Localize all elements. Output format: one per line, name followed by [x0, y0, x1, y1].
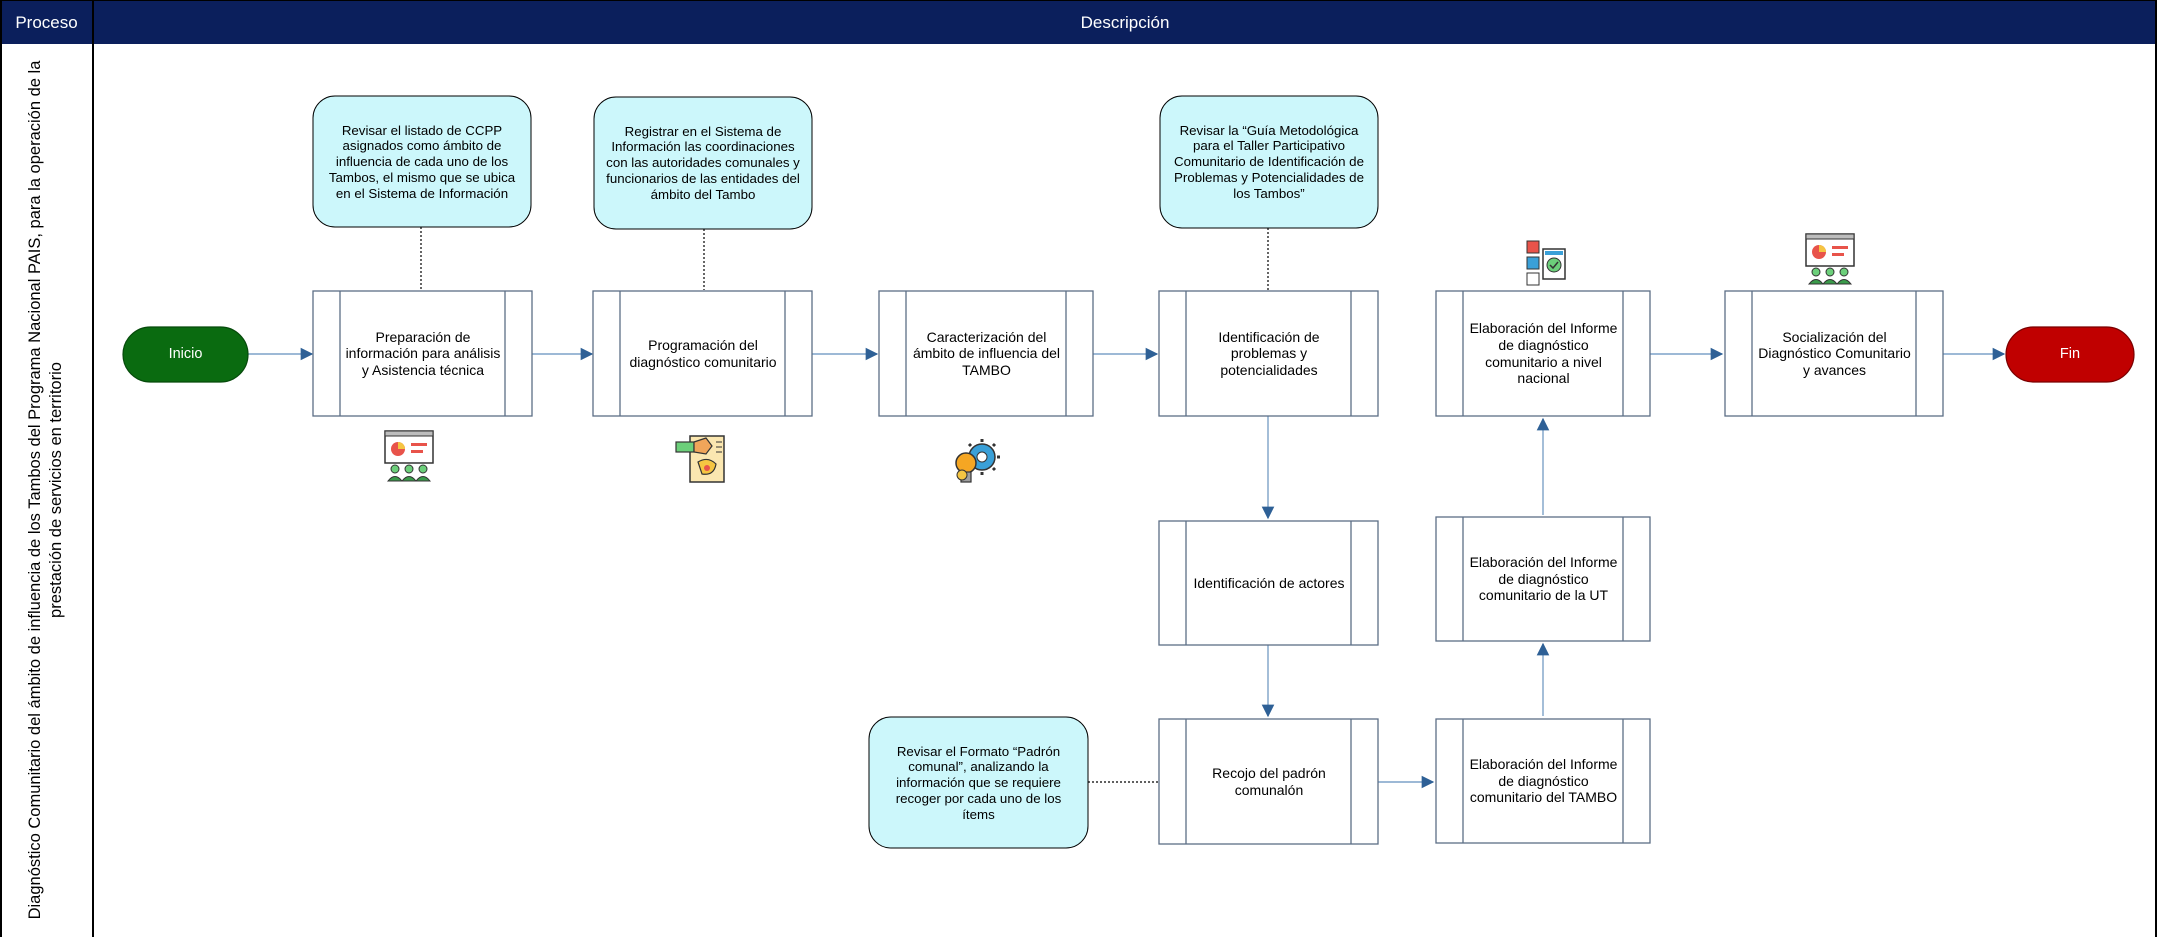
start-terminal: [122, 326, 249, 383]
end-terminal-label: Fin: [2059, 345, 2081, 362]
process-box-p3: [878, 290, 1094, 417]
process-box-p9: [1158, 718, 1379, 845]
process-box-p4: [1158, 290, 1379, 417]
frame-top-border: [0, 0, 2157, 1]
presentation-icon: [384, 430, 434, 482]
lightbulb-gears-icon: [955, 439, 1000, 483]
documents-checklist-icon: [1526, 240, 1566, 286]
process-box-p10: [1435, 718, 1651, 844]
frame-right-border: [2155, 0, 2157, 937]
handshake-document-icon: [675, 435, 725, 483]
process-label-p3: Caracterización del ámbito de influencia…: [912, 328, 1061, 378]
process-label-p4: Identificación de problemas y potenciali…: [1218, 328, 1320, 378]
end-terminal: [2005, 326, 2135, 383]
process-label-p1: Preparación de información para análisis…: [345, 328, 501, 378]
note-box-n1: [312, 95, 532, 228]
process-box-p6: [1724, 290, 1944, 417]
header-proceso: Proceso: [1, 1, 92, 44]
note-box-n2: [593, 96, 813, 230]
process-label-p8: Elaboración del Informe de diagnóstico c…: [1469, 554, 1618, 604]
presentation-icon: [1805, 233, 1855, 285]
note-label-n2: Registrar en el Sistema de Información l…: [606, 123, 800, 202]
note-label-n4: Revisar el Formato “Padrón comunal”, ana…: [895, 743, 1062, 822]
process-box-p2: [592, 290, 813, 417]
header-descripcion-label: Descripción: [1080, 12, 1170, 32]
note-box-n4: [868, 716, 1089, 849]
process-label-p7: Identificación de actores: [1193, 574, 1345, 591]
note-label-n1: Revisar el listado de CCPP asignados com…: [328, 122, 516, 201]
start-terminal-label: Inicio: [168, 345, 203, 362]
lane-divider: [92, 0, 94, 937]
process-label-p9: Recojo del padrón comunalón: [1212, 764, 1326, 798]
process-label-p2: Programación del diagnóstico comunitario: [629, 336, 777, 370]
process-label-p5: Elaboración del Informe de diagnóstico c…: [1469, 320, 1618, 387]
process-label-p10: Elaboración del Informe de diagnóstico c…: [1469, 756, 1618, 806]
process-box-p7: [1158, 520, 1379, 646]
process-box-p1: [312, 290, 533, 417]
process-box-p5: [1435, 290, 1651, 417]
frame-left-border: [0, 0, 2, 937]
note-box-n3: [1159, 95, 1379, 229]
header-descripcion: Descripción: [94, 1, 2156, 44]
process-box-p8: [1435, 516, 1651, 642]
note-label-n3: Revisar la “Guía Metodológica para el Ta…: [1174, 122, 1364, 201]
process-label-p6: Socialización del Diagnóstico Comunitari…: [1758, 328, 1911, 378]
header-proceso-label: Proceso: [15, 12, 78, 32]
